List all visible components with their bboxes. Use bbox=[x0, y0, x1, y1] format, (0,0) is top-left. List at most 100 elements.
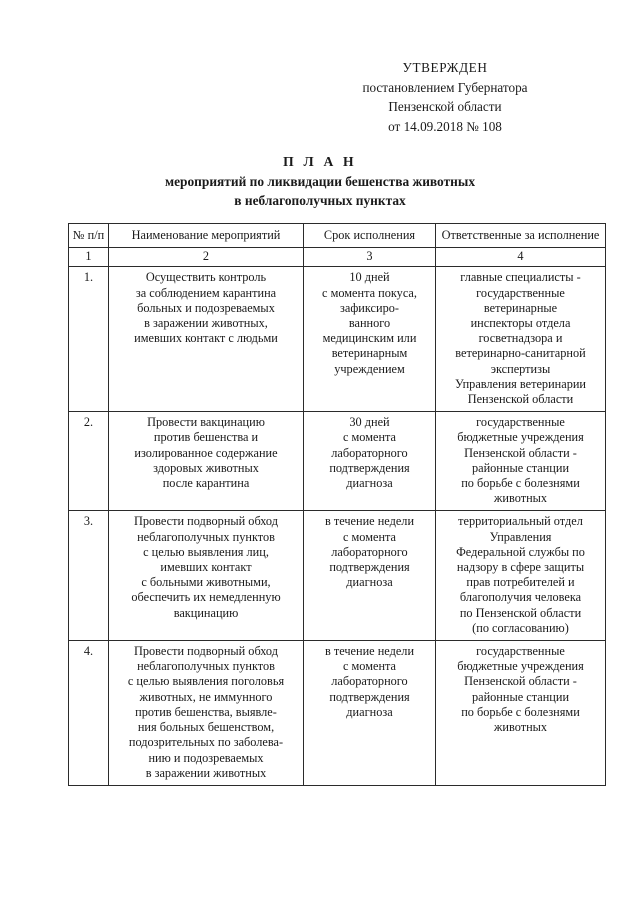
deadline-cell-line: в течение недели bbox=[324, 644, 415, 659]
table-header-row: № п/п Наименование мероприятий Срок испо… bbox=[68, 222, 606, 249]
deadline-cell-line: ванного bbox=[348, 316, 391, 331]
responsible-cell-line: территориальный отдел bbox=[458, 514, 583, 529]
column-header-responsible-line-1: Ответственные bbox=[441, 228, 522, 242]
responsible-cell-line: прав потребителей и bbox=[466, 575, 575, 590]
approval-line-1: УТВЕРЖДЕН bbox=[402, 60, 488, 75]
column-header-deadline-line-1: Срок bbox=[323, 228, 351, 242]
deadline-cell-line: с момента bbox=[342, 659, 397, 674]
measure-cell-line: за соблюдением карантина bbox=[135, 285, 277, 300]
responsible-cell-line: животных bbox=[493, 720, 548, 735]
responsible-cell-line: Пензенской области - bbox=[464, 445, 577, 460]
deadline-cell-line: лабораторного bbox=[331, 674, 408, 689]
column-number-3: 3 bbox=[303, 247, 436, 268]
measure-cell-line: с целью выявления поголовья bbox=[127, 674, 285, 689]
responsible-cell-line: по Пензенской области bbox=[459, 605, 582, 620]
responsible-cell-line: Федеральной службы по bbox=[456, 544, 585, 559]
column-header-number: № п/п bbox=[68, 222, 109, 249]
row-index-cell: 1. bbox=[68, 266, 109, 413]
deadline-cell-line: с момента покуса, bbox=[322, 285, 417, 300]
responsible-cell-line: животных bbox=[493, 491, 548, 506]
document-subtitle-line-2: в неблагополучных пунктах bbox=[234, 193, 406, 208]
measure-cell-line: Осуществить контроль bbox=[145, 270, 267, 285]
measure-cell-line: неблагополучных пунктов bbox=[137, 659, 275, 674]
responsible-cell-line: бюджетные учреждения bbox=[457, 430, 584, 445]
column-number-1: 1 bbox=[68, 247, 109, 268]
measure-cell-line: против бешенства и bbox=[153, 430, 259, 445]
column-header-measure-line-2: мероприятий bbox=[211, 228, 281, 242]
responsible-cell-line: государственные bbox=[476, 644, 565, 659]
responsible-cell-line: Управления bbox=[489, 529, 552, 544]
deadline-cell-line: подтверждения bbox=[329, 560, 410, 575]
column-header-responsible-line-2: за исполнение bbox=[524, 228, 600, 242]
deadline-cell-line: 30 дней bbox=[349, 415, 390, 430]
responsible-cell-line: государственные bbox=[476, 285, 565, 300]
column-header-number-line-1: № bbox=[72, 228, 85, 242]
deadline-cell-line: диагноза bbox=[346, 704, 393, 719]
measure-cell-line: больных и подозреваемых bbox=[137, 300, 275, 315]
column-number-2: 2 bbox=[108, 247, 304, 268]
row-index-cell: 4. bbox=[68, 640, 109, 786]
deadline-cell-line: медицинским или bbox=[322, 331, 417, 346]
responsible-cell-line: Управления ветеринарии bbox=[454, 376, 587, 391]
responsible-cell-line: ветеринарно-санитарной bbox=[455, 346, 586, 361]
responsible-cell: главные специалисты -государственные вете… bbox=[435, 266, 606, 413]
responsible-cell-line: экспертизы bbox=[490, 361, 551, 376]
document-title-block: П Л А Н мероприятий по ликвидации бешенс… bbox=[60, 152, 580, 211]
measure-cell-line: животных, не иммунного bbox=[139, 689, 273, 704]
deadline-cell-line: диагноза bbox=[346, 575, 393, 590]
measure-cell-line: в заражении животных bbox=[145, 765, 267, 780]
plan-table-wrapper: № п/п Наименование мероприятий Срок испо… bbox=[68, 222, 606, 786]
column-header-responsible: Ответственные за исполнение bbox=[435, 222, 606, 249]
measure-cell-line: Провести вакцинацию bbox=[147, 415, 265, 430]
deadline-cell-line: ветеринарным bbox=[331, 346, 408, 361]
deadline-cell-line: подтверждения bbox=[329, 460, 410, 475]
responsible-cell-line: Пензенской области bbox=[467, 392, 574, 407]
measure-cell-line: подозрительных по заболева- bbox=[128, 735, 284, 750]
responsible-cell-line: бюджетные учреждения bbox=[457, 659, 584, 674]
measure-cell-line: имевших контакт с людьми bbox=[134, 331, 278, 346]
measure-cell-line: Провести подворный обход bbox=[134, 644, 278, 659]
row-index-cell: 3. bbox=[68, 510, 109, 642]
approval-line-3: Пензенской области bbox=[388, 99, 502, 114]
measure-cell-line: изолированное содержание bbox=[134, 445, 278, 460]
deadline-cell-line: подтверждения bbox=[329, 689, 410, 704]
responsible-cell-line: районные станции bbox=[471, 460, 570, 475]
column-header-deadline: Срок исполнения bbox=[303, 222, 436, 249]
plan-table: № п/п Наименование мероприятий Срок испо… bbox=[68, 222, 606, 786]
responsible-cell-line: по борьбе с болезнями bbox=[461, 476, 580, 491]
responsible-cell-line: госветнадзора и bbox=[478, 331, 563, 346]
measure-cell-line: Провести подворный обход bbox=[134, 514, 278, 529]
measure-cell-line: нию и подозреваемых bbox=[148, 750, 264, 765]
column-header-deadline-line-2: исполнения bbox=[353, 228, 416, 242]
measure-cell-line: имевших контакт bbox=[160, 560, 252, 575]
deadline-cell-line: с момента bbox=[342, 430, 397, 445]
measure-cell-line: против бешенства, выявле- bbox=[135, 704, 277, 719]
responsible-cell-line: инспекторы отдела bbox=[470, 316, 571, 331]
page-title: П Л А Н bbox=[283, 154, 357, 169]
deadline-cell-line: с момента bbox=[342, 529, 397, 544]
column-header-number-line-2: п/п bbox=[87, 228, 105, 242]
responsible-cell-line: районные станции bbox=[471, 689, 570, 704]
measure-cell-line: с целью выявления лиц, bbox=[143, 544, 269, 559]
responsible-cell-line: Пензенской области - bbox=[464, 674, 577, 689]
responsible-cell-line: государственные bbox=[476, 415, 565, 430]
responsible-cell-line: главные специалисты - bbox=[460, 270, 581, 285]
deadline-cell-line: лабораторного bbox=[331, 544, 408, 559]
document-subtitle-line-1: мероприятий по ликвидации бешенства живо… bbox=[164, 173, 476, 189]
deadline-cell-line: 10 дней bbox=[349, 270, 390, 285]
responsible-cell-line: (по согласованию) bbox=[472, 620, 569, 635]
measure-cell-line: в заражении животных, bbox=[144, 316, 268, 331]
